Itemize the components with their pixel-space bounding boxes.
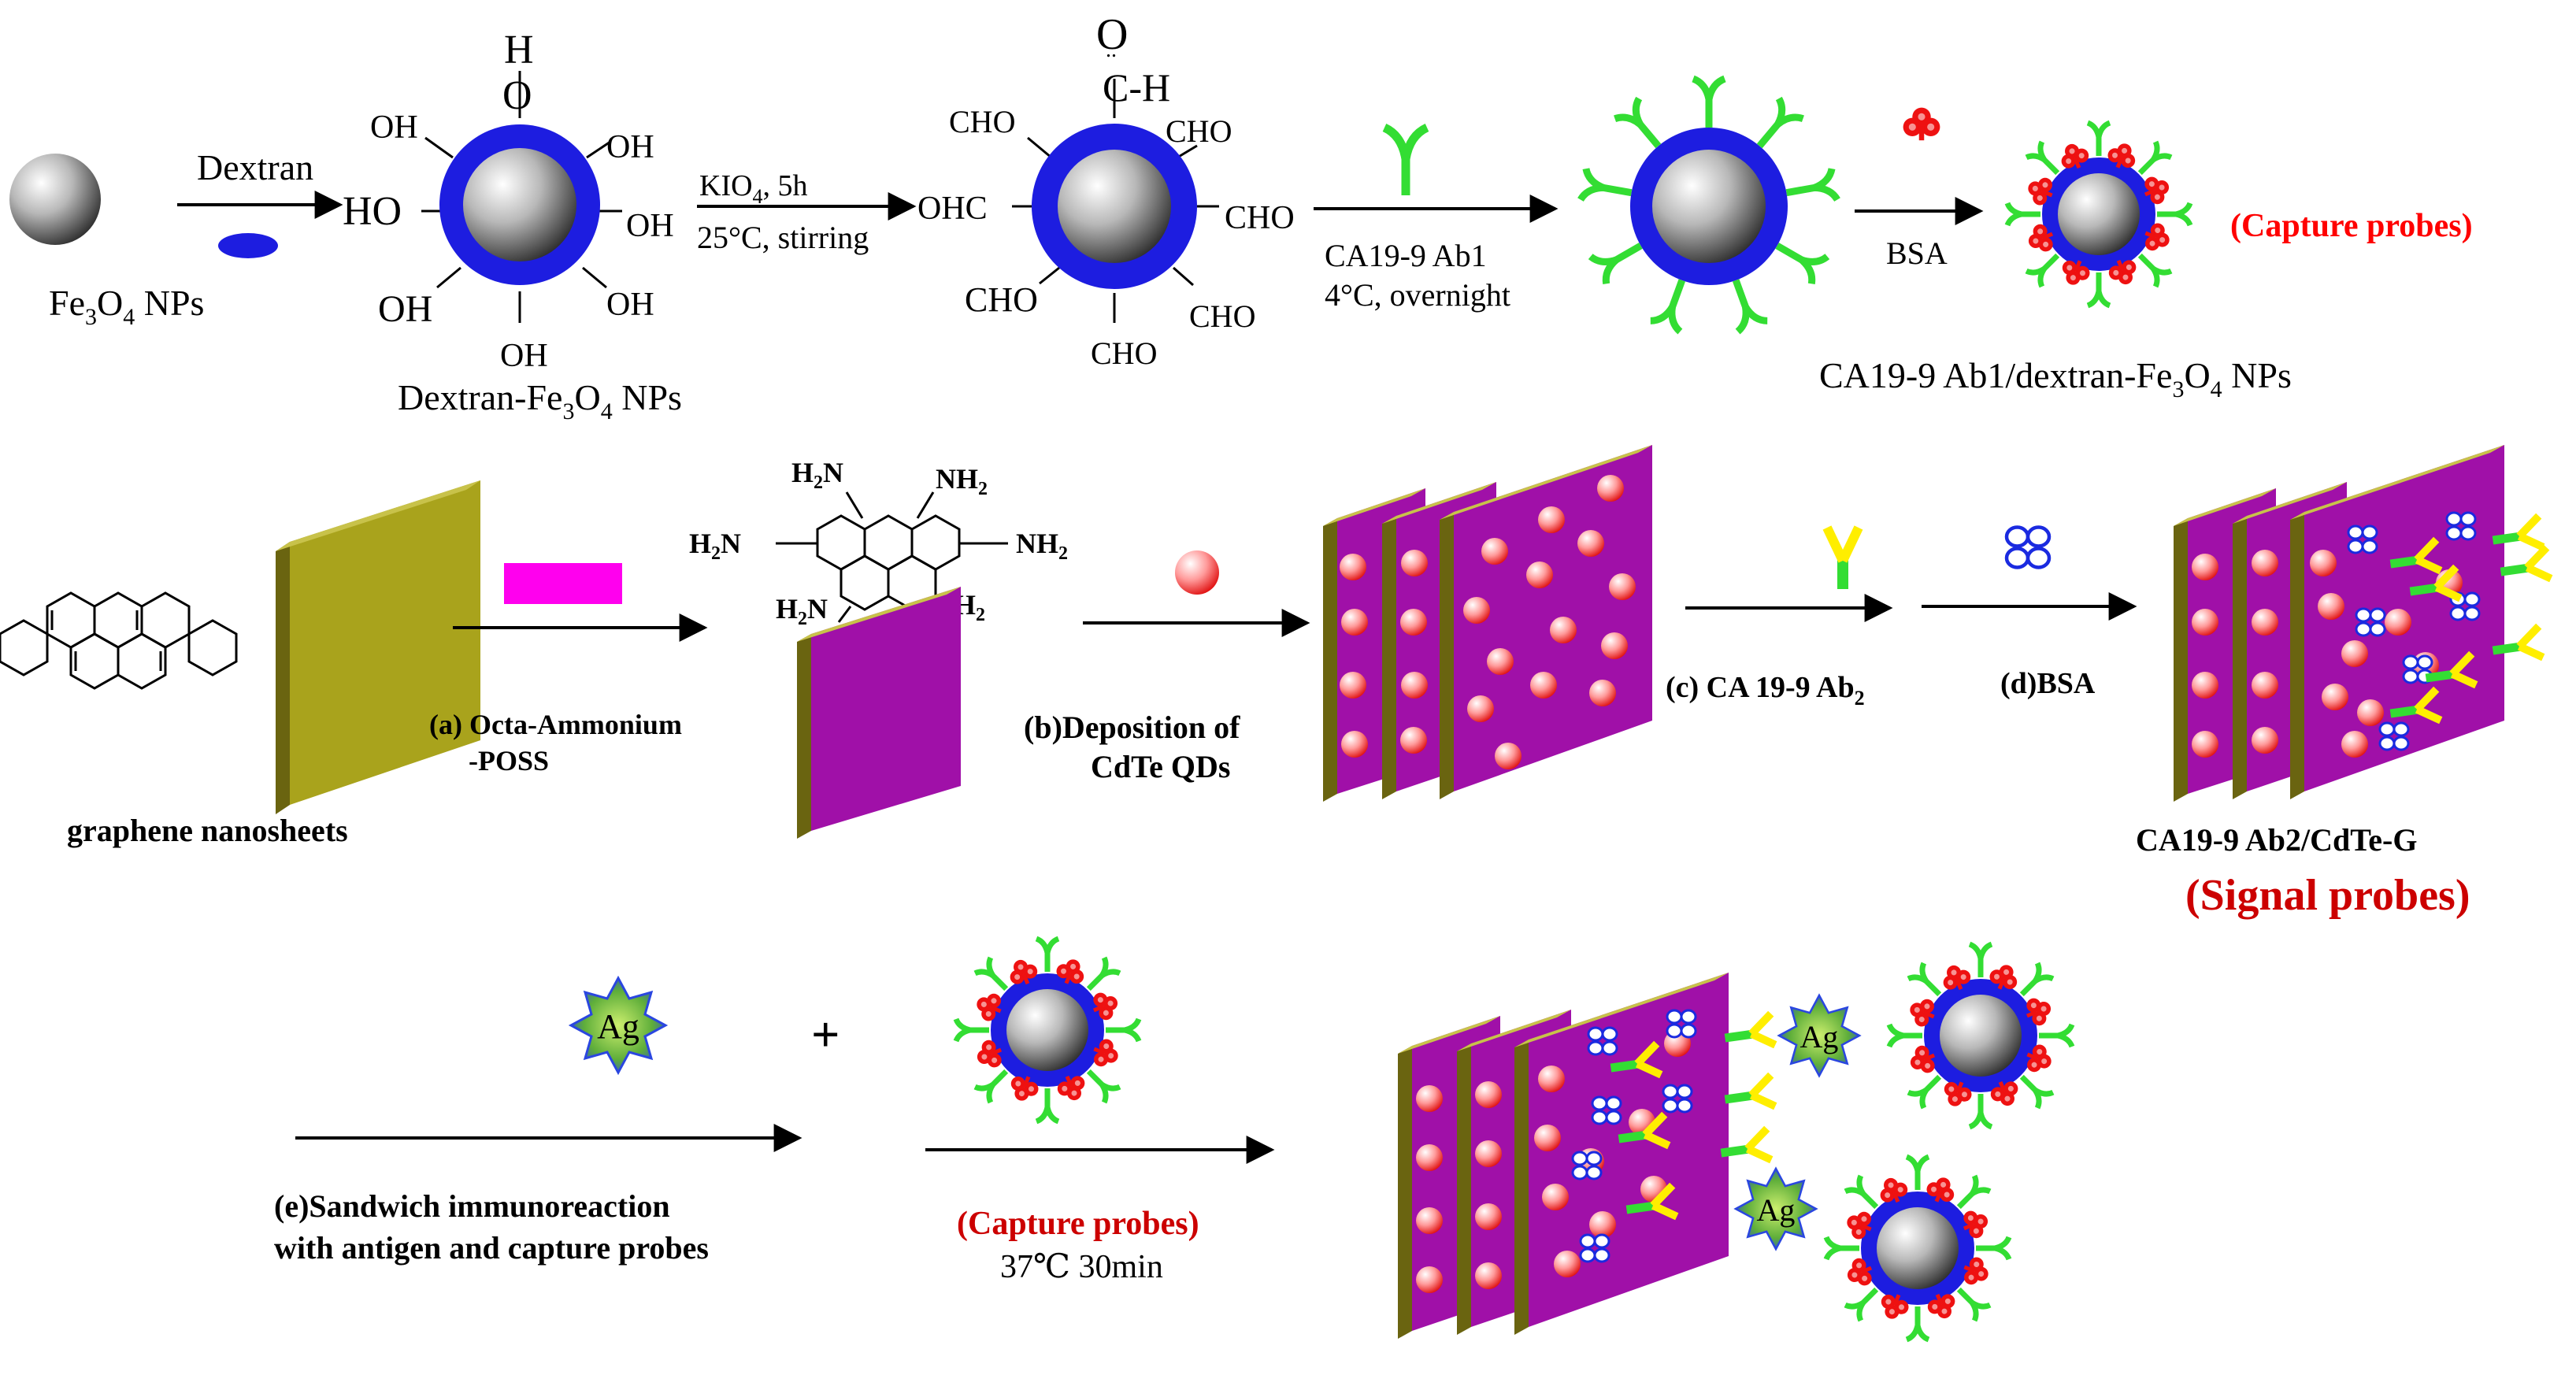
incubation-conditions: 37℃ 30min (1000, 1249, 1163, 1285)
step-a-line1: (a) Octa-Ammonium (429, 709, 682, 740)
cho-label: CHO (949, 104, 1015, 139)
kio4-conditions: 25°C, stirring (697, 220, 869, 255)
ab1-label: CA19-9 Ab1 (1325, 238, 1487, 273)
capture-probe (1826, 1157, 2009, 1340)
graphene-label: graphene nanosheets (67, 813, 348, 848)
poss-icon (504, 563, 622, 604)
antigen-label: Ag (597, 1007, 639, 1046)
bsa-blue-icon (2007, 528, 2049, 568)
dextran-fe3o4-label: Dextran-Fe3O4 NPs (398, 377, 682, 424)
sandwich-complex (1398, 973, 1775, 1339)
antibody-icon (1382, 123, 1429, 195)
ab2-icon (1822, 525, 1863, 589)
signal-probe-stack (2174, 445, 2551, 802)
capture-probes-label: (Capture probes) (957, 1206, 1199, 1242)
cho-label: CHO (1166, 113, 1232, 149)
capture-probes-label: (Capture probes) (2230, 208, 2473, 244)
step-b-line1: (b)Deposition of (1024, 710, 1240, 745)
plus-sign: + (811, 1006, 840, 1062)
cho-label: CHO (965, 280, 1038, 319)
fe3o4-label: Fe3O4 NPs (49, 283, 204, 330)
nh2-label: NH2 (1016, 528, 1068, 564)
qd-sheet-stack (1323, 445, 1652, 802)
ab1-dextran-label: CA19-9 Ab1/dextran-Fe3O4 NPs (1819, 355, 2292, 402)
hydroxyl-h: H (504, 28, 534, 72)
cho-label: CHO (1091, 335, 1157, 371)
oh-label: OH (606, 129, 654, 165)
oh-label: OH (500, 338, 548, 374)
bsa-red-icon (1903, 107, 1940, 141)
dextran-label: Dextran (197, 147, 313, 187)
h2n-label: H2N (791, 457, 843, 493)
hydroxyl-o: O (502, 73, 532, 118)
kio4-label: KIO4, 5h (699, 169, 808, 208)
capture-probe (956, 939, 1139, 1121)
step-c-label: (c) CA 19-9 Ab2 (1666, 671, 1865, 710)
h2n-label: H2N (689, 528, 741, 564)
pyrene-structure-icon (0, 591, 238, 690)
antigen-label: Ag (1800, 1019, 1839, 1054)
antigen-label: Ag (1757, 1192, 1796, 1228)
qd-icon (1175, 550, 1219, 595)
oh-label: OH (378, 288, 432, 330)
poss-modified-sheet (797, 587, 961, 839)
aldehyde-particle (1012, 79, 1219, 323)
dextran-ellipse-icon (218, 233, 278, 258)
cho-label: CHO (1225, 200, 1295, 236)
nh2-label: NH2 (936, 463, 988, 499)
step-d-label: (d)BSA (2000, 667, 2096, 700)
aldehyde-o: O (1096, 10, 1128, 59)
ab1-coated-particle (1581, 79, 1837, 332)
ab1-conditions: 4°C, overnight (1325, 277, 1510, 313)
capture-probe (2007, 123, 2190, 306)
graphene-sheet (276, 480, 480, 814)
h2n-label: H2N (776, 593, 828, 629)
signal-probes-label: (Signal probes) (2185, 871, 2470, 920)
ho-label: HO (343, 189, 402, 234)
double-bond-dots: .. (1106, 38, 1117, 62)
oh-label: OH (626, 208, 674, 244)
step-e-line2: with antigen and capture probes (274, 1230, 709, 1266)
aldehyde-ch: C-H (1103, 65, 1170, 109)
capture-probe (1889, 944, 2072, 1127)
oh-label: OH (606, 287, 654, 323)
oh-label: OH (370, 109, 418, 146)
step-a-line2: -POSS (469, 745, 549, 776)
ohc-label: OHC (917, 191, 988, 227)
step-b-line2: CdTe QDs (1091, 749, 1230, 784)
signal-probe-name: CA19-9 Ab2/CdTe-G (2136, 822, 2417, 858)
cho-label: CHO (1189, 298, 1255, 334)
fe3o4-nanoparticle (9, 154, 101, 245)
bsa-label: BSA (1886, 235, 1948, 271)
dextran-fe3o4-particle (421, 71, 622, 323)
step-e-line1: (e)Sandwich immunoreaction (274, 1188, 670, 1224)
